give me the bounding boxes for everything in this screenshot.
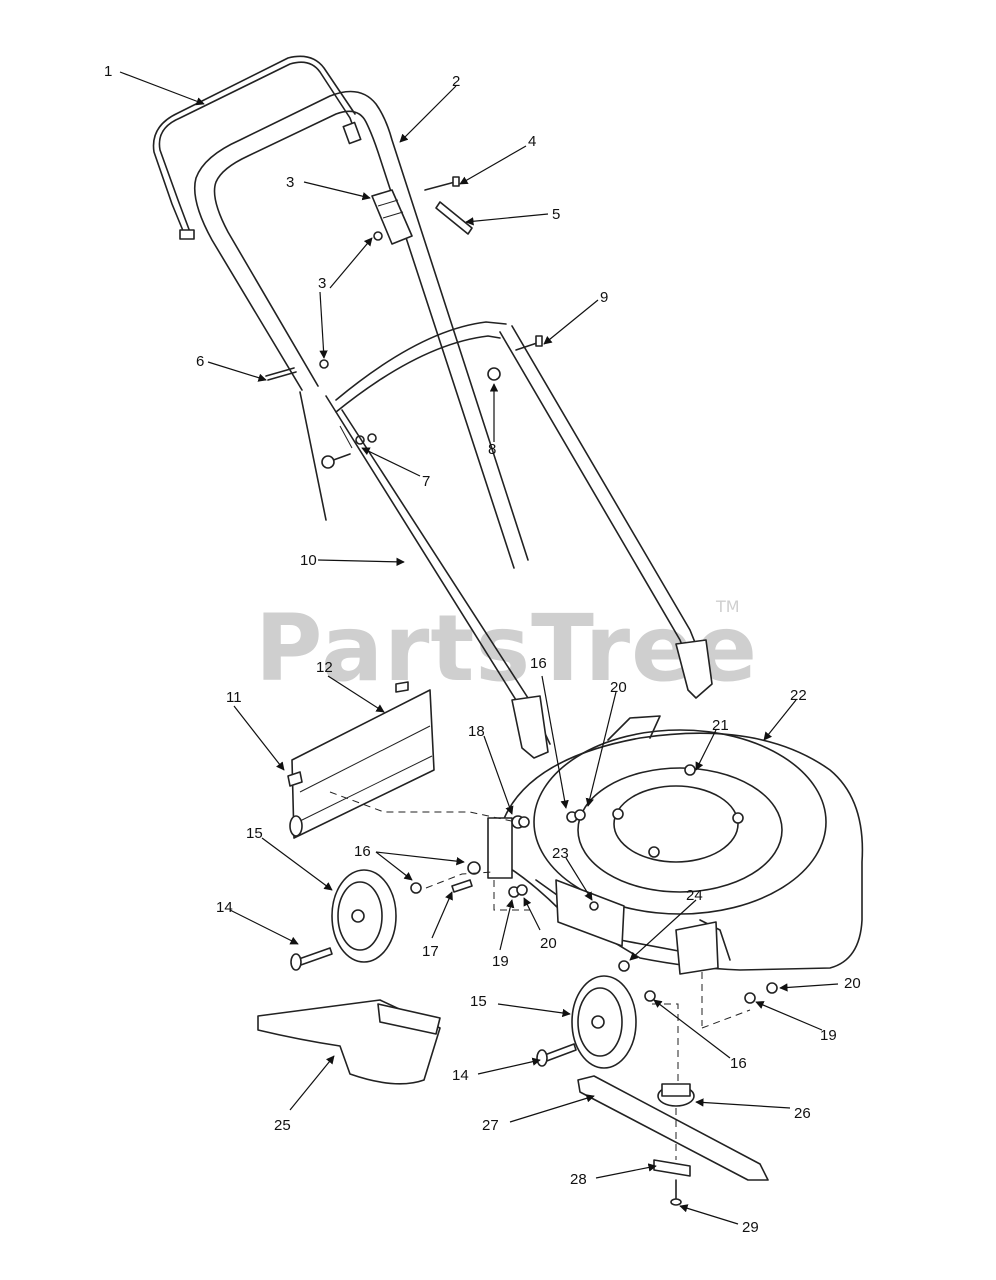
callout-19[interactable]: 19 bbox=[492, 953, 509, 970]
callout-6[interactable]: 6 bbox=[196, 353, 204, 370]
part-14-wheel-bolt-rear[interactable] bbox=[536, 1043, 577, 1067]
part-14-wheel-bolt-front[interactable] bbox=[290, 947, 333, 971]
callout-5[interactable]: 5 bbox=[552, 206, 560, 223]
callout-2[interactable]: 2 bbox=[452, 73, 460, 90]
callout-7[interactable]: 7 bbox=[422, 473, 430, 490]
part-8-knob-nut[interactable] bbox=[487, 367, 501, 381]
callout-4[interactable]: 4 bbox=[528, 133, 536, 150]
part-4-bolt[interactable] bbox=[424, 176, 460, 191]
callout-25[interactable]: 25 bbox=[274, 1117, 291, 1134]
callout-9[interactable]: 9 bbox=[600, 289, 608, 306]
part-25-rear-deflector[interactable] bbox=[257, 999, 441, 1085]
part-5-cable-clip[interactable] bbox=[435, 201, 473, 235]
callout-12[interactable]: 12 bbox=[316, 659, 333, 676]
part-12-hinge-bracket[interactable] bbox=[289, 681, 435, 839]
callout-22[interactable]: 22 bbox=[790, 687, 807, 704]
callout-23[interactable]: 23 bbox=[552, 845, 569, 862]
part-1-control-bail[interactable] bbox=[152, 55, 362, 240]
callout-3[interactable]: 3 bbox=[286, 174, 294, 191]
part-29-blade-bolt[interactable] bbox=[670, 1179, 682, 1206]
part-26-blade-adapter[interactable] bbox=[657, 1083, 695, 1107]
callout-15[interactable]: 15 bbox=[470, 993, 487, 1010]
watermark-trademark: TM bbox=[715, 597, 740, 616]
part-22-mower-deck[interactable] bbox=[487, 715, 864, 975]
callout-26[interactable]: 26 bbox=[794, 1105, 811, 1122]
callout-20[interactable]: 20 bbox=[540, 935, 557, 952]
callout-21[interactable]: 21 bbox=[712, 717, 729, 734]
part-15-wheel-front[interactable] bbox=[331, 869, 397, 963]
part-2-upper-handle[interactable] bbox=[193, 90, 529, 569]
callout-labels: 1 2 3 3 4 5 6 7 8 9 10 11 12 14 14 15 15… bbox=[104, 63, 861, 1236]
callout-20[interactable]: 20 bbox=[610, 679, 627, 696]
callout-17[interactable]: 17 bbox=[422, 943, 439, 960]
callout-15[interactable]: 15 bbox=[246, 825, 263, 842]
part-28-blade-stiffener[interactable] bbox=[653, 1159, 691, 1177]
callout-28[interactable]: 28 bbox=[570, 1171, 587, 1188]
part-10-lower-handle[interactable] bbox=[325, 321, 713, 759]
callout-14[interactable]: 14 bbox=[216, 899, 233, 916]
callout-11[interactable]: 11 bbox=[226, 689, 242, 706]
callout-16[interactable]: 16 bbox=[530, 655, 547, 672]
callout-1[interactable]: 1 bbox=[104, 63, 112, 80]
callout-14[interactable]: 14 bbox=[452, 1067, 469, 1084]
callout-19[interactable]: 19 bbox=[820, 1027, 837, 1044]
callout-18[interactable]: 18 bbox=[468, 723, 485, 740]
leader-lines bbox=[119, 71, 839, 1225]
callout-27[interactable]: 27 bbox=[482, 1117, 499, 1134]
callout-29[interactable]: 29 bbox=[742, 1219, 759, 1236]
part-21-baffle[interactable] bbox=[612, 764, 744, 858]
callout-16[interactable]: 16 bbox=[730, 1055, 747, 1072]
callout-16[interactable]: 16 bbox=[354, 843, 371, 860]
callout-20[interactable]: 20 bbox=[844, 975, 861, 992]
part-3-cable-guide[interactable] bbox=[319, 189, 413, 369]
callout-24[interactable]: 24 bbox=[686, 887, 703, 904]
part-9-handle-bolt[interactable] bbox=[515, 335, 543, 351]
part-7-carriage-bolt[interactable] bbox=[321, 433, 377, 469]
callout-10[interactable]: 10 bbox=[300, 552, 317, 569]
small-hardware[interactable] bbox=[410, 809, 778, 1004]
part-6-cable-tie[interactable] bbox=[265, 367, 297, 381]
part-11-nut[interactable] bbox=[287, 771, 303, 787]
part-15-wheel-rear[interactable] bbox=[571, 975, 637, 1069]
assembly-lines bbox=[329, 791, 751, 1160]
part-27-blade[interactable] bbox=[577, 1075, 769, 1181]
callout-8[interactable]: 8 bbox=[488, 441, 496, 458]
callout-3[interactable]: 3 bbox=[318, 275, 326, 292]
